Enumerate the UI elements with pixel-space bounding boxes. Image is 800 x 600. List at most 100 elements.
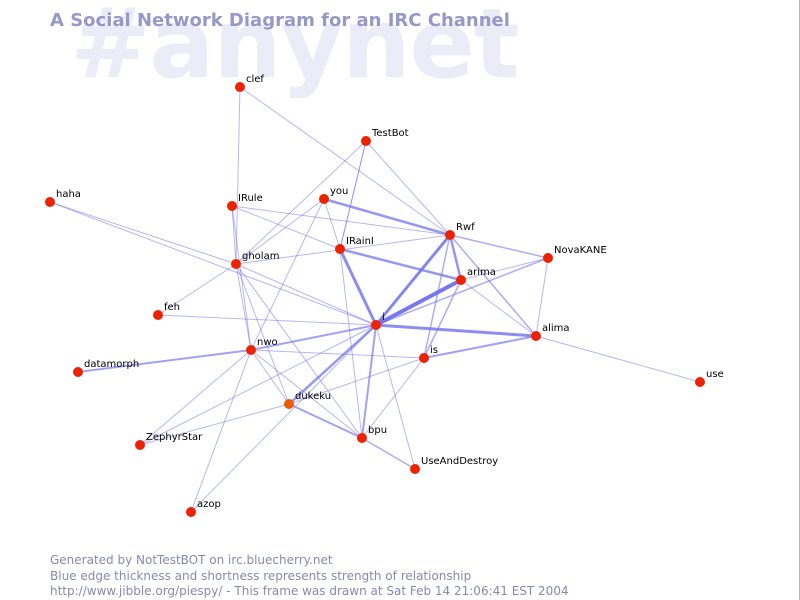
edge-i-ZephyrStar xyxy=(139,324,377,446)
node-haha: haha xyxy=(45,189,81,207)
node-label-IRule: IRule xyxy=(238,193,263,204)
node-label-alima: alima xyxy=(542,323,570,334)
edge-i-haha xyxy=(49,201,377,326)
node-label-feh: feh xyxy=(164,302,180,313)
edge-i-dukeku xyxy=(288,324,377,405)
edge-i-azop xyxy=(190,324,377,513)
node-label-TestBot: TestBot xyxy=(371,128,409,139)
edge-alima-use xyxy=(535,335,701,383)
edge-nwo-ZephyrStar xyxy=(139,349,252,446)
edge-Rwf-IRule xyxy=(231,205,451,236)
edge-nwo-azop xyxy=(190,349,252,513)
node-IRule: IRule xyxy=(227,193,263,211)
node-arima: arima xyxy=(456,267,496,285)
node-label-arima: arima xyxy=(467,267,496,278)
edge-you-Rwf xyxy=(323,197,451,237)
node-dot-feh xyxy=(153,310,163,320)
node-label-gholam: gholam xyxy=(242,251,279,262)
edge-TestBot-IRainI xyxy=(339,140,367,250)
node-label-i: i xyxy=(382,312,385,323)
edge-NovaKANE-alima xyxy=(535,257,549,337)
footer-legend-note: Blue edge thickness and shortness repres… xyxy=(50,569,472,583)
node-alima: alima xyxy=(531,323,570,341)
edge-Rwf-TestBot xyxy=(365,140,451,236)
edge-i-alima xyxy=(375,323,537,338)
node-dot-IRule xyxy=(227,201,237,211)
channel-watermark: #anynet xyxy=(70,0,519,100)
node-label-dukeku: dukeku xyxy=(295,391,331,402)
footer-url-timestamp: http://www.jibble.org/piespy/ - This fra… xyxy=(50,584,569,598)
edge-dukeku-ZephyrStar xyxy=(139,403,290,446)
node-label-nwo: nwo xyxy=(257,337,278,348)
edge-is-dukeku xyxy=(288,357,425,405)
node-label-Rwf: Rwf xyxy=(456,222,475,233)
edge-Rwf-alima xyxy=(449,234,537,337)
edge-Rwf-arima xyxy=(448,234,463,281)
node-label-datamorph: datamorph xyxy=(84,359,139,370)
edge-i-NovaKANE xyxy=(375,257,549,326)
edge-i-IRainI xyxy=(338,248,378,326)
edge-Rwf-NovaKANE xyxy=(449,234,549,259)
node-dot-i xyxy=(371,320,381,330)
node-dukeku: dukeku xyxy=(284,391,331,409)
edge-nwo-bpu xyxy=(250,349,363,439)
edge-gholam-dukeku xyxy=(235,263,290,405)
edge-i-nwo xyxy=(250,324,377,351)
node-dot-haha xyxy=(45,197,55,207)
footer-generated-by: Generated by NotTestBOT on irc.bluecherr… xyxy=(50,553,333,567)
node-label-NovaKANE: NovaKANE xyxy=(554,245,607,256)
node-clef: clef xyxy=(235,74,264,92)
edge-Rwf-is xyxy=(423,234,451,359)
node-bpu: bpu xyxy=(357,425,387,443)
node-dot-you xyxy=(319,194,329,204)
edge-you-IRainI xyxy=(323,198,341,250)
node-dot-UseAndDestroy xyxy=(410,464,420,474)
node-UseAndDestroy: UseAndDestroy xyxy=(410,456,498,474)
edge-i-feh xyxy=(157,314,377,326)
node-NovaKANE: NovaKANE xyxy=(543,245,607,263)
node-dot-is xyxy=(419,353,429,363)
node-dot-arima xyxy=(456,275,466,285)
edge-you-gholam xyxy=(235,198,325,265)
edge-IRule-gholam xyxy=(231,205,237,265)
node-Rwf: Rwf xyxy=(445,222,475,240)
node-datamorph: datamorph xyxy=(73,359,139,377)
node-IRainI: IRainI xyxy=(335,236,374,254)
node-dot-Rwf xyxy=(445,230,455,240)
node-dot-IRainI xyxy=(335,244,345,254)
node-nwo: nwo xyxy=(246,337,278,355)
node-label-bpu: bpu xyxy=(368,425,387,436)
node-use: use xyxy=(695,369,724,387)
node-label-is: is xyxy=(430,345,438,356)
edge-alima-is xyxy=(423,335,537,359)
node-dot-bpu xyxy=(357,433,367,443)
edge-gholam-bpu xyxy=(235,263,363,439)
node-you: you xyxy=(319,186,348,204)
edge-bpu-UseAndDestroy xyxy=(361,437,416,470)
edge-i-bpu xyxy=(361,324,377,439)
edge-Rwf-i xyxy=(375,234,451,326)
node-label-haha: haha xyxy=(56,189,81,200)
node-dot-ZephyrStar xyxy=(135,440,145,450)
node-dot-TestBot xyxy=(361,136,371,146)
node-dot-gholam xyxy=(231,259,241,269)
edge-i-gholam xyxy=(235,263,377,326)
edge-i-arima xyxy=(375,278,462,327)
node-label-IRainI: IRainI xyxy=(346,236,374,247)
node-dot-use xyxy=(695,377,705,387)
edge-you-nwo xyxy=(250,198,325,351)
edge-gholam-haha xyxy=(49,201,237,265)
edge-is-bpu xyxy=(361,357,425,439)
node-gholam: gholam xyxy=(231,251,279,269)
node-is: is xyxy=(419,345,438,363)
node-label-azop: azop xyxy=(197,499,221,510)
node-dot-clef xyxy=(235,82,245,92)
edge-IRainI-arima xyxy=(339,247,462,282)
node-dot-datamorph xyxy=(73,367,83,377)
node-label-use: use xyxy=(706,369,724,380)
edge-TestBot-gholam xyxy=(235,140,367,265)
node-label-UseAndDestroy: UseAndDestroy xyxy=(421,456,498,467)
